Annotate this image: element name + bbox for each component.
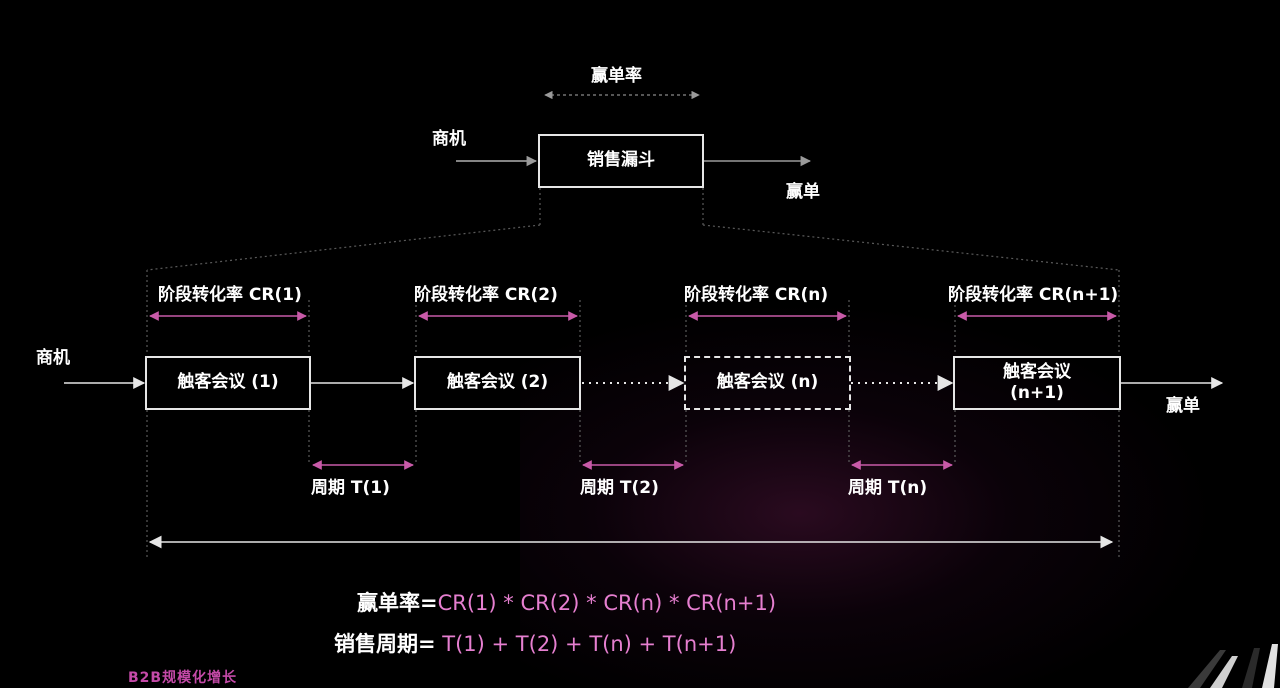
top-output-label: 赢单 — [786, 182, 820, 202]
stage-box-n1-label-line1: 触客会议 — [1003, 361, 1071, 382]
flow-output-label: 赢单 — [1166, 396, 1200, 416]
stage-box-2: 触客会议 (2) — [414, 356, 581, 410]
cycle-label-2: 周期 T(2) — [580, 478, 659, 498]
formula-sales-cycle-value: T(1) + T(2) + T(n) + T(n+1) — [435, 632, 737, 656]
stage-box-1: 触客会议 (1) — [145, 356, 311, 410]
stage-box-n: 触客会议 (n) — [684, 356, 851, 410]
formula-win-rate-key: 赢单率= — [357, 591, 438, 615]
cr-label-2: 阶段转化率 CR(2) — [414, 285, 558, 305]
stage-box-2-label: 触客会议 (2) — [446, 372, 549, 393]
formula-sales-cycle-key: 销售周期= — [334, 632, 436, 656]
decorative-corner-graphic — [1188, 644, 1278, 688]
cr-label-n1: 阶段转化率 CR(n+1) — [948, 285, 1119, 305]
funnel-right-expand — [702, 224, 1120, 271]
sales-funnel-box: 销售漏斗 — [538, 134, 704, 188]
stage-box-n1-label-line2: (n+1) — [1010, 383, 1064, 403]
cr-label-1: 阶段转化率 CR(1) — [158, 285, 302, 305]
flow-input-label: 商机 — [36, 348, 70, 368]
vertical-guides — [146, 270, 1120, 560]
funnel-left-expand — [146, 224, 541, 271]
stage-box-n-label: 触客会议 (n) — [716, 372, 819, 393]
cycle-label-1: 周期 T(1) — [311, 478, 390, 498]
brand-watermark: B2B规模化增长 — [128, 670, 238, 686]
formula-win-rate: 赢单率=CR(1) * CR(2) * CR(n) * CR(n+1) — [357, 593, 776, 614]
cr-label-n: 阶段转化率 CR(n) — [684, 285, 829, 305]
top-win-rate-label: 赢单率 — [591, 66, 642, 86]
formula-win-rate-value: CR(1) * CR(2) * CR(n) * CR(n+1) — [437, 591, 777, 615]
top-input-label: 商机 — [432, 129, 466, 149]
sales-funnel-label: 销售漏斗 — [587, 150, 655, 171]
stage-box-1-label: 触客会议 (1) — [177, 372, 279, 393]
formula-sales-cycle: 销售周期= T(1) + T(2) + T(n) + T(n+1) — [334, 634, 736, 655]
cycle-label-n: 周期 T(n) — [848, 478, 928, 498]
stage-box-n1: 触客会议 (n+1) — [953, 356, 1121, 410]
